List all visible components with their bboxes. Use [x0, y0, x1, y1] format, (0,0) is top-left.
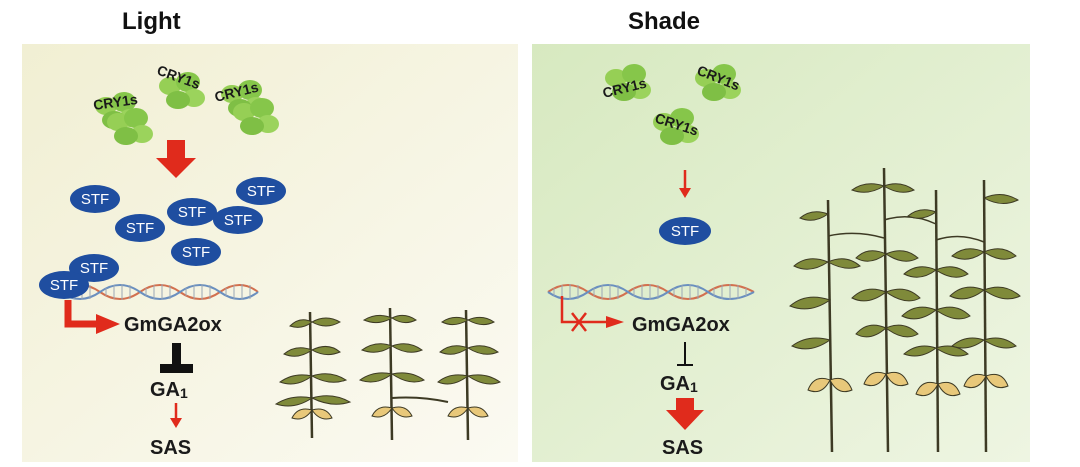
block-x-icon [571, 312, 587, 332]
stf-label: STF [126, 220, 154, 237]
inhibition-bar-strong [160, 343, 193, 373]
activation-arrow-small [679, 170, 691, 198]
activation-arrow-large [666, 398, 704, 430]
shade-panel: CRY1s CRY1s CRY1s STF [532, 44, 1030, 462]
stf-label: STF [247, 183, 275, 200]
stf-label: STF [224, 212, 252, 229]
stf-protein: STF [236, 177, 286, 205]
stf-label: STF [50, 277, 78, 294]
promoter-blocked-arrow [560, 296, 624, 332]
shade-panel-title: Shade [628, 8, 701, 35]
stf-cluster-light: STF STF STF STF STF STF [70, 177, 286, 266]
stf-label: STF [81, 191, 109, 208]
light-panel-title: Light [122, 8, 181, 35]
promoter-activation-arrow [64, 300, 120, 334]
stf-protein: STF [213, 206, 263, 234]
gene-label-gmga2ox: GmGA2ox [124, 314, 222, 336]
stf-label: STF [178, 204, 206, 221]
hormone-label-ga1: GA1 [150, 379, 188, 401]
light-panel: CRY1s CRY1s CRY1s STF STF STF STF STF ST… [22, 44, 518, 462]
outcome-label-sas: SAS [150, 437, 191, 459]
outcome-label-sas: SAS [662, 437, 703, 459]
dna-helix-light [59, 284, 259, 300]
activation-arrow-large [156, 140, 196, 178]
activation-arrow-small [170, 403, 182, 428]
stf-protein: STF [171, 238, 221, 266]
hormone-label-ga1: GA1 [660, 373, 698, 395]
stf-protein: STF [70, 185, 120, 213]
stf-protein: STF [659, 217, 711, 245]
stf-protein: STF [167, 198, 217, 226]
inhibition-bar-weak [677, 342, 693, 366]
stf-label: STF [671, 223, 699, 240]
stf-protein: STF [115, 214, 165, 242]
gene-label-gmga2ox: GmGA2ox [632, 314, 730, 336]
short-plants-illustration [274, 307, 502, 441]
dna-helix-shade [547, 284, 755, 300]
cry1s-label: CRY1s [92, 91, 139, 113]
stf-label: STF [182, 244, 210, 261]
tall-plants-illustration [789, 167, 1021, 453]
stf-bound-promoter: STF STF [39, 254, 119, 299]
stf-label: STF [80, 260, 108, 277]
